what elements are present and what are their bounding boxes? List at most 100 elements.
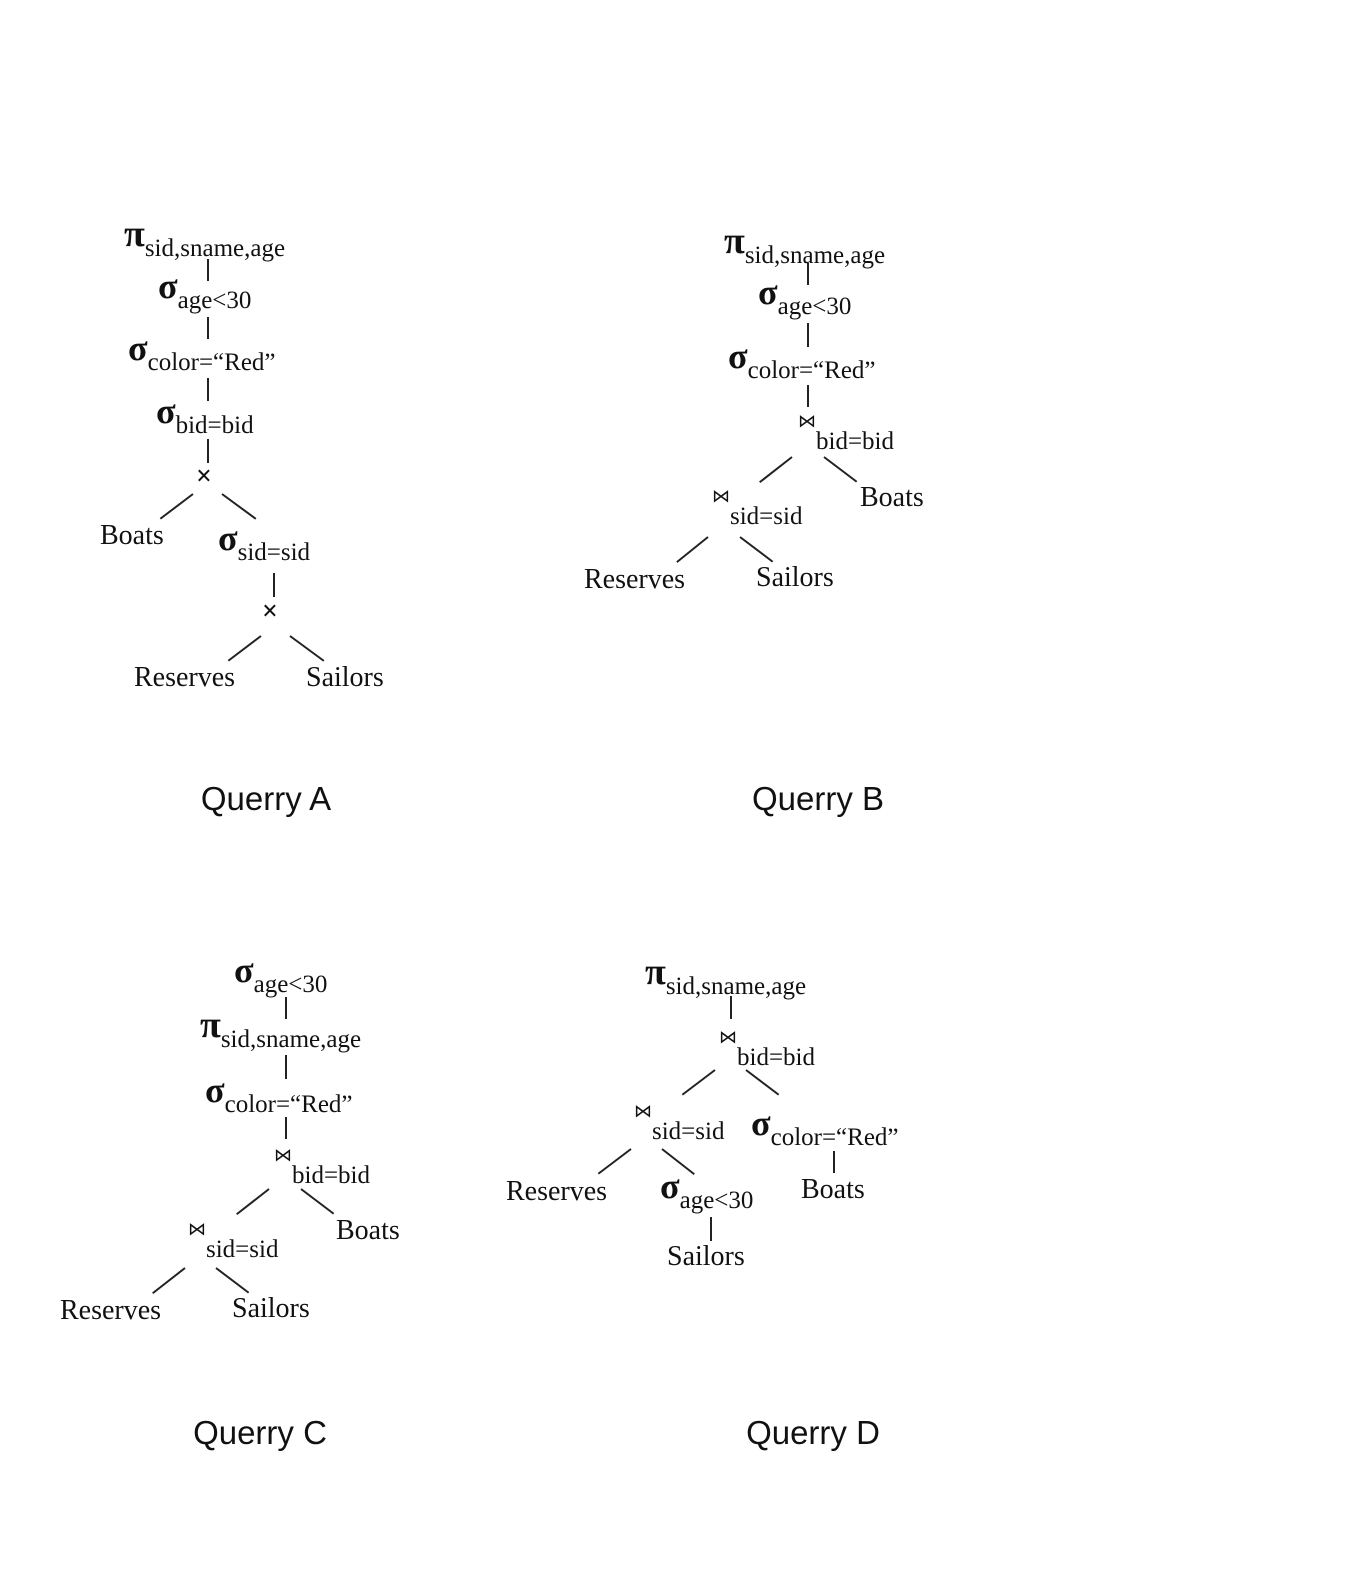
relation-reserves: Reserves	[506, 1178, 607, 1206]
cross-cross: ×	[196, 463, 212, 491]
join-sid-sid: ⋈sid=sid	[634, 1102, 724, 1144]
relation-name: Sailors	[756, 562, 834, 593]
sigma-bid-bid: σbid=bid	[156, 393, 254, 438]
join-symbol: ⋈	[634, 1101, 652, 1121]
operator-condition: sid=sid	[206, 1236, 279, 1263]
tree-edge	[289, 635, 325, 662]
sigma-age-30: σage<30	[234, 952, 327, 997]
relation-boats: Boats	[336, 1217, 400, 1245]
pi-sid-sname-age: πsid,sname,age	[200, 1006, 361, 1052]
relation-reserves: Reserves	[584, 566, 685, 594]
tree-edge	[227, 635, 262, 662]
tree-edge	[833, 1151, 835, 1173]
operator-condition: sid=sid	[730, 503, 803, 530]
tree-edge	[597, 1148, 632, 1175]
relation-reserves: Reserves	[134, 664, 235, 692]
pi-sid-sname-age: πsid,sname,age	[124, 215, 285, 261]
join-symbol: ⋈	[798, 411, 816, 431]
operator-condition: sid,sname,age	[220, 1026, 362, 1053]
sigma-sid-sid: σsid=sid	[218, 520, 310, 565]
relation-reserves: Reserves	[60, 1297, 161, 1325]
relation-name: Reserves	[506, 1176, 608, 1207]
operator-condition: bid=bid	[737, 1044, 815, 1071]
tree-edge	[285, 1117, 287, 1139]
pi-symbol: π	[724, 220, 745, 262]
sigma-symbol: σ	[660, 1166, 680, 1206]
cross-symbol: ×	[262, 596, 278, 627]
operator-condition: bid=bid	[292, 1162, 370, 1189]
relation-name: Boats	[336, 1215, 400, 1246]
operator-condition: sid,sname,age	[144, 235, 286, 262]
operator-condition: color=“Red”	[224, 1091, 353, 1118]
query-caption: Querry B	[751, 780, 885, 817]
sigma-symbol: σ	[758, 272, 778, 312]
relation-boats: Boats	[860, 484, 924, 512]
tree-edge	[159, 493, 194, 520]
pi-sid-sname-age: πsid,sname,age	[724, 222, 885, 268]
relation-name: Sailors	[306, 662, 384, 693]
pi-sid-sname-age: πsid,sname,age	[645, 953, 806, 999]
sigma-age-30: σage<30	[758, 274, 851, 319]
relation-boats: Boats	[801, 1176, 865, 1204]
sigma-color-red: σcolor=“Red”	[205, 1072, 353, 1117]
operator-condition: bid=bid	[816, 428, 894, 455]
operator-condition: sid=sid	[652, 1118, 725, 1145]
relation-name: Reserves	[584, 564, 686, 595]
tree-edge	[300, 1188, 335, 1215]
relation-name: Reserves	[134, 662, 236, 693]
tree-edge	[807, 385, 809, 407]
tree-edge	[207, 439, 209, 463]
tree-edge	[152, 1267, 186, 1294]
relation-name: Sailors	[232, 1293, 310, 1324]
operator-condition: age<30	[777, 293, 852, 320]
tree-edge	[739, 536, 774, 563]
tree-edge	[273, 573, 275, 597]
relation-sailors: Sailors	[667, 1243, 745, 1271]
operator-condition: color=“Red”	[147, 349, 276, 376]
pi-symbol: π	[124, 213, 145, 255]
tree-edge	[215, 1267, 250, 1294]
tree-edge	[236, 1188, 270, 1215]
join-symbol: ⋈	[712, 486, 730, 506]
sigma-symbol: σ	[205, 1070, 225, 1110]
relation-name: Sailors	[667, 1241, 745, 1272]
operator-condition: color=“Red”	[747, 357, 876, 384]
join-symbol: ⋈	[274, 1145, 292, 1165]
join-sid-sid: ⋈sid=sid	[712, 487, 802, 529]
sigma-symbol: σ	[751, 1103, 771, 1143]
operator-condition: age<30	[253, 971, 328, 998]
join-sid-sid: ⋈sid=sid	[188, 1220, 278, 1262]
cross-symbol: ×	[196, 461, 212, 492]
sigma-symbol: σ	[234, 950, 254, 990]
pi-symbol: π	[645, 951, 666, 993]
sigma-age-30: σage<30	[158, 268, 251, 313]
join-bid-bid: ⋈bid=bid	[719, 1028, 815, 1070]
sigma-symbol: σ	[128, 328, 148, 368]
join-bid-bid: ⋈bid=bid	[798, 412, 894, 454]
cross-cross: ×	[262, 598, 278, 626]
sigma-color-red: σcolor=“Red”	[128, 330, 276, 375]
relation-boats: Boats	[100, 522, 164, 550]
operator-condition: sid,sname,age	[744, 242, 886, 269]
query-caption: Querry A	[200, 780, 332, 817]
operator-condition: age<30	[177, 287, 252, 314]
tree-edge	[676, 536, 709, 563]
join-symbol: ⋈	[188, 1219, 206, 1239]
sigma-color-red: σcolor=“Red”	[728, 338, 876, 383]
sigma-age-30: σage<30	[660, 1168, 753, 1213]
operator-condition: sid,sname,age	[665, 973, 807, 1000]
relation-name: Boats	[860, 482, 924, 513]
tree-edge	[221, 493, 257, 520]
tree-edge	[759, 456, 793, 483]
operator-condition: color=“Red”	[770, 1124, 899, 1151]
tree-edge	[710, 1217, 712, 1241]
relation-sailors: Sailors	[232, 1295, 310, 1323]
tree-edge	[745, 1069, 780, 1096]
operator-condition: sid=sid	[237, 539, 311, 566]
relation-name: Boats	[801, 1174, 865, 1205]
relation-sailors: Sailors	[756, 564, 834, 592]
pi-symbol: π	[200, 1004, 221, 1046]
join-bid-bid: ⋈bid=bid	[274, 1146, 370, 1188]
relation-name: Reserves	[60, 1295, 162, 1326]
